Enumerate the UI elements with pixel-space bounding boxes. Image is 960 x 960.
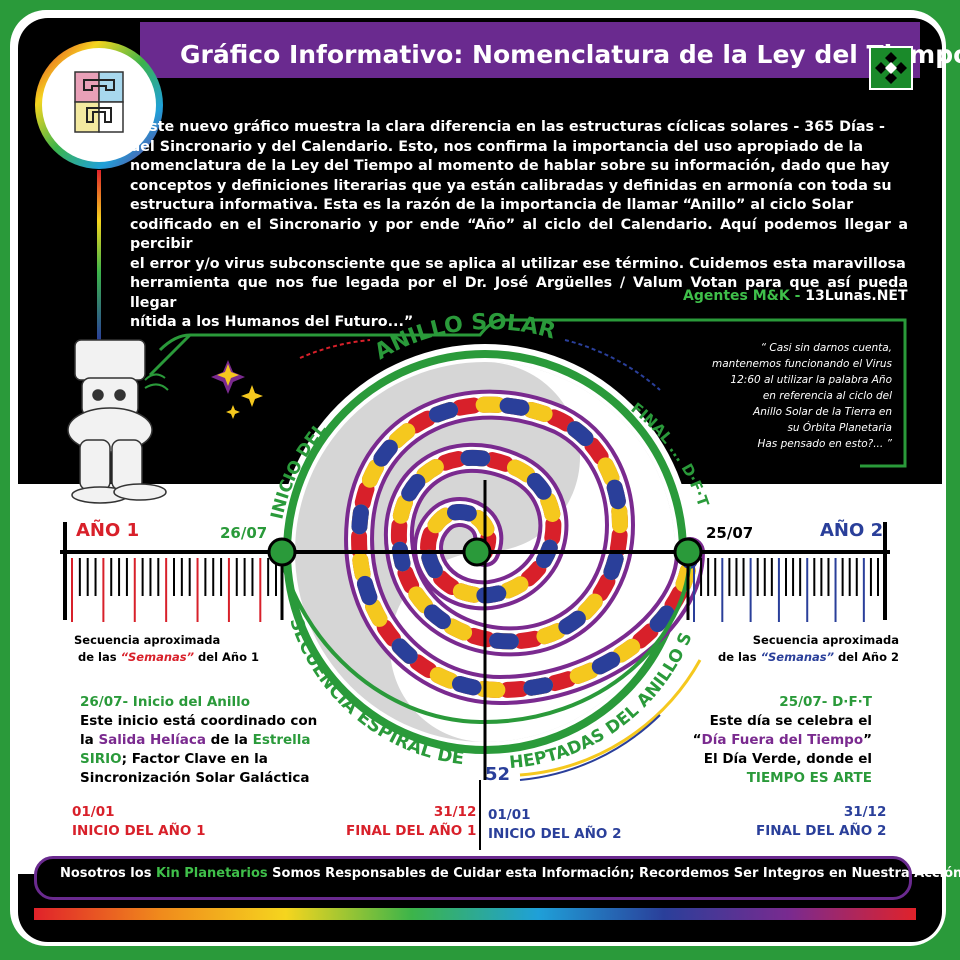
left-info-text: ; Factor Clave en la bbox=[121, 751, 268, 767]
side-quote-line: 12:60 al utilizar la palabra Año bbox=[730, 374, 892, 386]
quote-line: herramienta que nos fue legada por el Dr… bbox=[130, 275, 908, 311]
quote-line: estructura informativa. Esta es la razón… bbox=[130, 197, 854, 213]
mayan-statue-icon bbox=[67, 339, 167, 504]
footer-highlight: Kin Planetarios bbox=[155, 866, 268, 881]
right-seq-line1: Secuencia aproximada bbox=[752, 633, 900, 647]
left-info: 26/07- Inicio del Anillo Este inicio est… bbox=[80, 693, 317, 788]
footer-text-post: Somos Responsables de Cuidar esta Inform… bbox=[267, 866, 960, 881]
quote-line: “Este nuevo gráfico muestra la clara dif… bbox=[130, 119, 885, 135]
node-start bbox=[267, 537, 297, 567]
seal-icon bbox=[35, 41, 163, 169]
page-title: Gráfico Informativo: Nomenclatura de la … bbox=[180, 40, 960, 69]
signature-site: 13Lunas.NET bbox=[805, 288, 908, 304]
node-center bbox=[462, 537, 492, 567]
date-caption: FINAL DEL AÑO 2 bbox=[756, 823, 887, 839]
left-sequence-note: Secuencia aproximada de las “Semanas” de… bbox=[74, 632, 259, 666]
date-value: 31/12 bbox=[433, 804, 477, 820]
date-block-4: 31/12 FINAL DEL AÑO 2 bbox=[756, 803, 886, 841]
left-info-text: de la bbox=[205, 732, 253, 748]
year1-label: AÑO 1 bbox=[76, 520, 140, 541]
right-info-line: TIEMPO ES ARTE bbox=[746, 770, 872, 786]
sparkle-icon bbox=[211, 360, 263, 419]
left-seq-highlight: “Semanas” bbox=[120, 650, 195, 664]
logo-icon bbox=[869, 46, 913, 90]
footer-text: Nosotros los Kin Planetarios Somos Respo… bbox=[60, 866, 960, 881]
date-start-label: 26/07 bbox=[220, 524, 268, 542]
speech-bubble-outline bbox=[158, 318, 907, 468]
left-info-text: la bbox=[80, 732, 99, 748]
seal-rainbow-line bbox=[97, 170, 101, 340]
right-info: 25/07- D·F·T Este día se celebra el “Día… bbox=[693, 693, 872, 788]
signature: Agentes M&K - 13Lunas.NET bbox=[683, 288, 908, 304]
footer-text-pre: Nosotros los bbox=[60, 866, 156, 881]
date-block-1: 01/01 INICIO DEL AÑO 1 bbox=[72, 803, 206, 841]
side-quote-line: mantenemos funcionando el Virus bbox=[711, 358, 892, 370]
title-bar bbox=[140, 22, 920, 78]
date-end-label: 25/07 bbox=[706, 524, 754, 542]
side-quote-line: en referencia al ciclo del bbox=[762, 390, 892, 402]
right-info-line: Este día se celebra el bbox=[709, 713, 872, 729]
left-seq-line2: de las “Semanas” del Año 1 bbox=[74, 649, 259, 666]
quote-line: del Sincronario y del Calendario. Esto, … bbox=[130, 138, 864, 155]
side-quote-line: “ Casi sin darnos cuenta, bbox=[760, 342, 892, 354]
right-info-text: ” bbox=[863, 732, 872, 748]
left-seq-post: del Año 1 bbox=[194, 650, 260, 664]
date-block-2: 31/12 FINAL DEL AÑO 1 bbox=[346, 803, 476, 841]
quote-line: conceptos y definiciones literarias que … bbox=[130, 177, 892, 194]
right-sequence-note: Secuencia aproximada de las “Semanas” de… bbox=[718, 632, 900, 666]
date-caption: FINAL DEL AÑO 1 bbox=[346, 823, 477, 839]
left-info-highlight: Estrella bbox=[252, 732, 311, 748]
right-seq-line2: de las “Semanas” del Año 2 bbox=[718, 649, 899, 666]
side-quote-line: Anillo Solar de la Tierra en bbox=[753, 406, 892, 418]
footer-bar bbox=[34, 856, 912, 900]
left-seq-pre: de las bbox=[78, 650, 121, 664]
date-caption: INICIO DEL AÑO 1 bbox=[72, 823, 206, 839]
year2-label: AÑO 2 bbox=[820, 520, 884, 541]
date-value: 31/12 bbox=[843, 804, 887, 820]
left-info-line: Este inicio está coordinado con bbox=[80, 713, 318, 729]
side-quote: “ Casi sin darnos cuenta, mantenemos fun… bbox=[700, 340, 892, 452]
left-seq-line1: Secuencia aproximada bbox=[74, 633, 221, 647]
right-info-line: “Día Fuera del Tiempo” bbox=[693, 731, 872, 750]
week-ticks bbox=[71, 558, 879, 622]
right-seq-post: del Año 2 bbox=[834, 650, 900, 664]
left-info-heading: 26/07- Inicio del Anillo bbox=[80, 694, 251, 710]
heptad-count: 52 bbox=[485, 764, 511, 785]
left-info-highlight: Salida Helíaca bbox=[98, 732, 206, 748]
quote-line: nomenclatura de la Ley del Tiempo al mom… bbox=[130, 158, 890, 174]
left-info-line: la Salida Helíaca de la Estrella bbox=[80, 731, 317, 750]
left-info-highlight: SIRIO bbox=[80, 751, 122, 767]
left-info-line: SIRIO; Factor Clave en la bbox=[80, 750, 317, 769]
quote-line: codificado en el Sincronario y por ende … bbox=[130, 216, 908, 253]
quote-line: nítida a los Humanos del Futuro...” bbox=[130, 314, 414, 330]
left-info-line: Sincronización Solar Galáctica bbox=[80, 770, 310, 786]
right-info-text: “ bbox=[692, 732, 702, 748]
side-quote-line: Has pensado en esto?... ” bbox=[757, 438, 892, 450]
signature-agents: Agentes M&K - bbox=[683, 288, 801, 304]
right-info-heading: 25/07- D·F·T bbox=[779, 694, 872, 710]
right-info-line: El Día Verde, donde el bbox=[703, 751, 872, 767]
main-quote: “Este nuevo gráfico muestra la clara dif… bbox=[130, 118, 908, 333]
heptad-spiral bbox=[278, 389, 705, 725]
date-block-3: 01/01 INICIO DEL AÑO 2 bbox=[488, 806, 622, 844]
date-caption: INICIO DEL AÑO 2 bbox=[488, 826, 622, 842]
date-value: 01/01 bbox=[488, 807, 531, 823]
right-info-highlight: Día Fuera del Tiempo bbox=[701, 732, 864, 748]
date-value: 01/01 bbox=[72, 804, 115, 820]
rainbow-strip bbox=[34, 908, 916, 920]
right-seq-pre: de las bbox=[718, 650, 761, 664]
node-end bbox=[673, 537, 703, 567]
quote-line: el error y/o virus subconsciente que se … bbox=[130, 255, 906, 272]
right-seq-highlight: “Semanas” bbox=[760, 650, 835, 664]
side-quote-line: su Órbita Planetaria bbox=[787, 422, 892, 434]
